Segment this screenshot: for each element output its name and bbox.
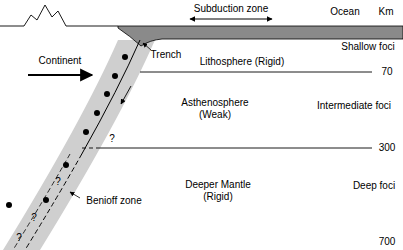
foci-dots [6,54,128,208]
focus-dot [94,110,100,116]
leader-line [143,43,151,50]
lithosphere-base [140,72,372,73]
label: Lithosphere (Rigid) [200,56,285,68]
focus-dot [122,54,128,60]
focus-dot [6,202,12,208]
boundary-300-dashed [82,148,100,149]
label: 700 [379,236,396,248]
extent-arrow [190,19,272,20]
label: 300 [379,142,396,154]
slab-motion-arrow [121,86,131,104]
label: ? [55,176,61,188]
label: ? [109,133,115,145]
label: Intermediate foci [317,100,391,112]
continent-surface [0,5,118,26]
focus-dot [112,73,118,79]
label: 70 [381,66,392,78]
label: Continent [39,55,82,67]
focus-dot [83,129,89,135]
label: Trench [151,49,182,61]
boundary-300 [100,148,372,149]
label: ? [31,212,37,224]
focus-dot [63,162,69,168]
label: Ocean [330,6,359,18]
label: Benioff zone [86,195,141,207]
label: Deep foci [353,180,395,192]
motion-arrow [28,74,92,76]
focus-dot [43,197,49,203]
label: Km [379,6,394,18]
label: ? [16,232,22,244]
slab-top-line [82,40,140,154]
label: Subduction zone [194,3,269,15]
label: Asthenosphere (Weak) [175,97,255,120]
focus-dot [104,91,110,97]
slab-band [3,40,155,250]
leader-line [70,192,80,198]
label: Shallow foci [341,41,394,53]
slab-top-dashed [25,154,82,250]
label: Deeper Mantle (Rigid) [178,179,258,202]
slab-under-dashed [13,154,70,250]
